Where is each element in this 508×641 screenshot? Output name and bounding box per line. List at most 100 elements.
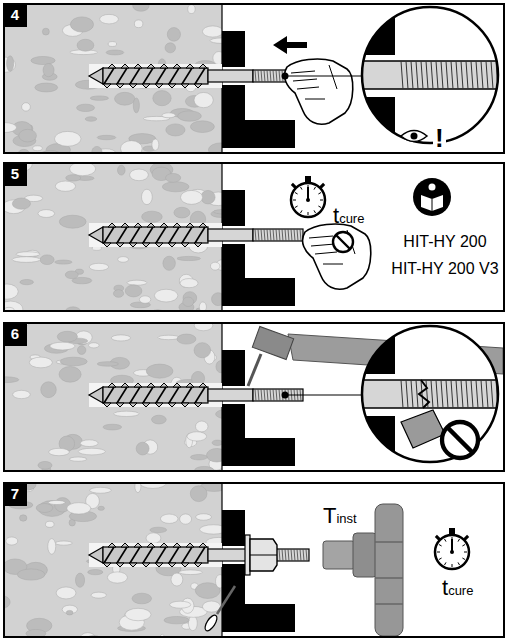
rod-thread-line [267,389,268,401]
screw-body [103,547,208,563]
drill-hole [89,64,222,88]
aggregate-stone [114,411,139,416]
detail-thread [481,380,483,408]
stopwatch-tick [320,200,323,201]
aggregate-stone [85,117,97,122]
aggregate-stone [38,461,52,469]
detail-leader [285,394,362,395]
eye-icon [401,131,427,142]
screwdriver-shaft [217,586,235,614]
aggregate-stone [180,279,198,288]
aggregate-stone [166,124,185,136]
fixture-flange [222,120,295,148]
screw-thread [103,403,111,407]
stopwatch-tick [458,562,460,565]
aggregate-stone [13,390,31,398]
screw-thread [129,563,137,567]
detail-rod [353,61,508,89]
aggregate-stone [178,111,202,121]
screw-thread [134,543,142,547]
screw-thread [116,84,124,88]
aggregate-stone [133,98,139,113]
screw-thread [168,403,176,407]
aggregate-stone [194,343,211,358]
aggregate-stone [77,104,95,111]
drill-hole [89,383,222,407]
screw-helix [130,387,140,403]
prohibition-ring [442,422,478,458]
aggregate-stone [165,173,180,182]
screw-thread [181,243,189,247]
wrench-grip [375,603,403,605]
aggregate-stone [36,504,53,513]
wrench-head [353,533,377,577]
aggregate-stone [59,366,81,382]
rod-thread-line [270,70,271,82]
aggregate-stone [153,91,171,106]
detail-thread [461,61,463,89]
aggregate-stone [60,357,87,366]
screw-helix [130,227,140,243]
screw-thread [116,243,124,247]
screw-thread [103,563,111,567]
aggregate-stone [150,527,167,532]
detail-thread [456,380,458,408]
aggregate-stone [115,92,135,105]
aggregate-stone [40,255,54,265]
detail-thread [451,380,453,408]
aggregate-stone [45,521,54,527]
glove-crease [309,236,333,238]
aggregate-stone [22,103,31,111]
detail-thread [441,61,443,89]
aggregate-stone [202,26,222,37]
rod-thread [253,229,303,241]
glove-crease [297,87,319,89]
concrete-ground [3,162,222,312]
detail-thread [491,61,493,89]
aggregate-stone [146,364,173,378]
aggregate-stone [152,415,167,424]
screw-thread [103,84,111,88]
aggregate-stone [162,182,189,192]
rod-thread-line [297,549,298,561]
screw-body [103,227,208,243]
rod-thread-line [276,229,277,241]
detail-view [353,3,508,157]
aggregate-stone [57,331,77,342]
rod-thread-line [270,389,271,401]
aggregate-stone [181,190,203,204]
manual-head [429,184,436,191]
screw-thread [129,243,137,247]
stopwatch-tick [464,552,467,553]
aggregate-stone [31,56,55,64]
detail-thread [416,61,418,89]
aggregate-stone [127,280,147,285]
manual-disc [413,178,451,216]
aggregate-stone [125,285,142,297]
screw-thread [186,383,194,387]
screw-thread [121,223,129,227]
screw-helix [143,68,153,84]
aggregate-stone [20,515,27,521]
fixture-flange [222,438,295,466]
screw-thread [121,383,129,387]
wrench-grip [375,541,403,543]
stopwatch-hub [306,198,310,202]
eye-outline [401,131,427,142]
detail-thread [446,380,448,408]
anchor-rod [89,64,315,88]
screw-thread [147,64,155,68]
tool-tip [401,410,445,448]
gloved-hand [285,59,353,124]
aggregate-stone [171,573,183,586]
screw-helix [195,387,205,403]
glove-outline [303,224,371,289]
screw-helix [117,547,127,563]
rod-thread-line [273,389,274,401]
detail-rod [353,380,508,408]
screw-helix [169,547,179,563]
detail-thread [461,380,463,408]
rod-thread-line [255,70,256,82]
aggregate-stone [196,514,212,520]
